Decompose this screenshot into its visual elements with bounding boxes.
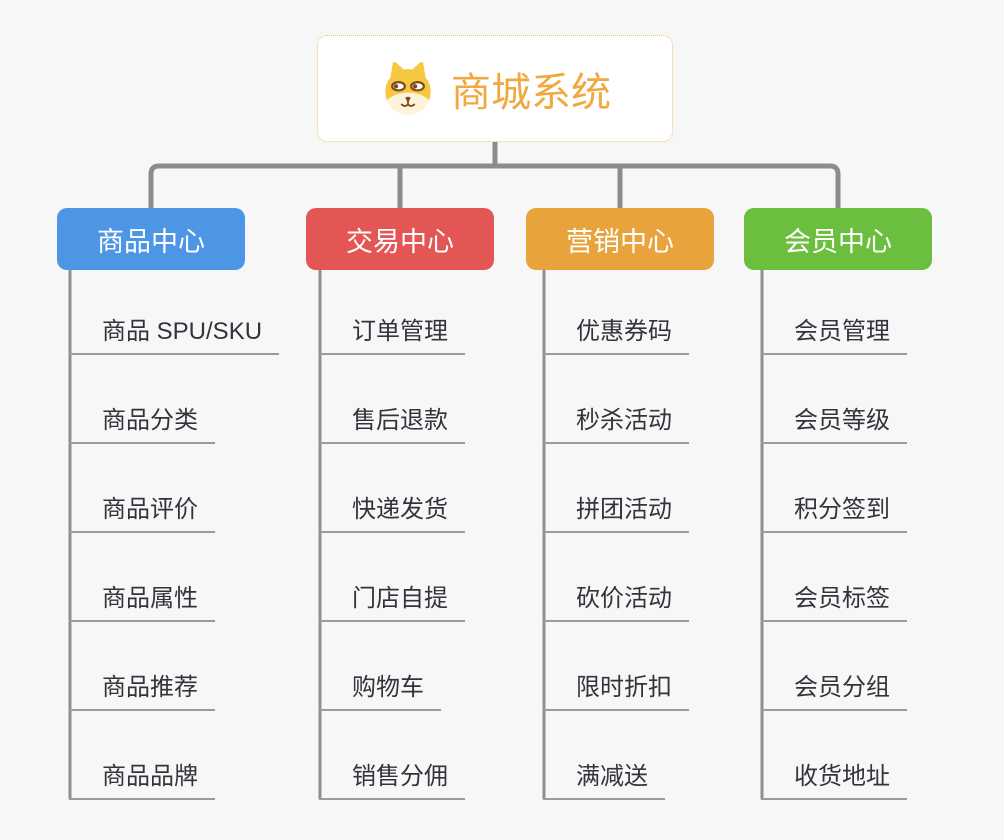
branch-label: 营销中心 <box>566 226 674 257</box>
leaf-node[interactable]: 商品属性 <box>69 584 215 622</box>
leaf-node[interactable]: 订单管理 <box>319 317 465 355</box>
leaf-node[interactable]: 商品品牌 <box>69 762 215 800</box>
leaf-node[interactable]: 商品 SPU/SKU <box>69 317 280 355</box>
shiba-dog-icon <box>385 61 431 114</box>
leaf-node[interactable]: 限时折扣 <box>543 673 689 711</box>
leaf-node[interactable]: 销售分佣 <box>319 762 465 800</box>
leaf-node[interactable]: 商品分类 <box>69 406 215 444</box>
leaf-node[interactable]: 优惠券码 <box>543 317 689 355</box>
leaf-node[interactable]: 拼团活动 <box>543 495 689 533</box>
leaf-node[interactable]: 门店自提 <box>319 584 465 622</box>
branch-label: 会员中心 <box>784 226 892 257</box>
leaf-node[interactable]: 满减送 <box>543 762 665 800</box>
root-node[interactable]: 商城系统 <box>317 35 673 142</box>
leaf-node[interactable]: 会员管理 <box>761 317 907 355</box>
leaf-node[interactable]: 会员等级 <box>761 406 907 444</box>
branch-node-member-center[interactable]: 会员中心 <box>744 208 932 270</box>
branch-node-product-center[interactable]: 商品中心 <box>57 208 245 270</box>
branch-node-trade-center[interactable]: 交易中心 <box>306 208 494 270</box>
leaf-node[interactable]: 售后退款 <box>319 406 465 444</box>
leaf-node[interactable]: 会员标签 <box>761 584 907 622</box>
leaf-node[interactable]: 商品推荐 <box>69 673 215 711</box>
leaf-node[interactable]: 收货地址 <box>761 762 907 800</box>
root-label: 商城系统 <box>451 70 611 115</box>
leaf-node[interactable]: 购物车 <box>319 673 441 711</box>
leaf-node[interactable]: 商品评价 <box>69 495 215 533</box>
leaf-node[interactable]: 砍价活动 <box>543 584 689 622</box>
leaf-node[interactable]: 积分签到 <box>761 495 907 533</box>
branch-label: 交易中心 <box>346 226 454 257</box>
branch-node-marketing-center[interactable]: 营销中心 <box>526 208 714 270</box>
leaf-node[interactable]: 秒杀活动 <box>543 406 689 444</box>
leaf-node[interactable]: 快递发货 <box>319 495 465 533</box>
branch-label: 商品中心 <box>97 226 205 257</box>
leaf-node[interactable]: 会员分组 <box>761 673 907 711</box>
